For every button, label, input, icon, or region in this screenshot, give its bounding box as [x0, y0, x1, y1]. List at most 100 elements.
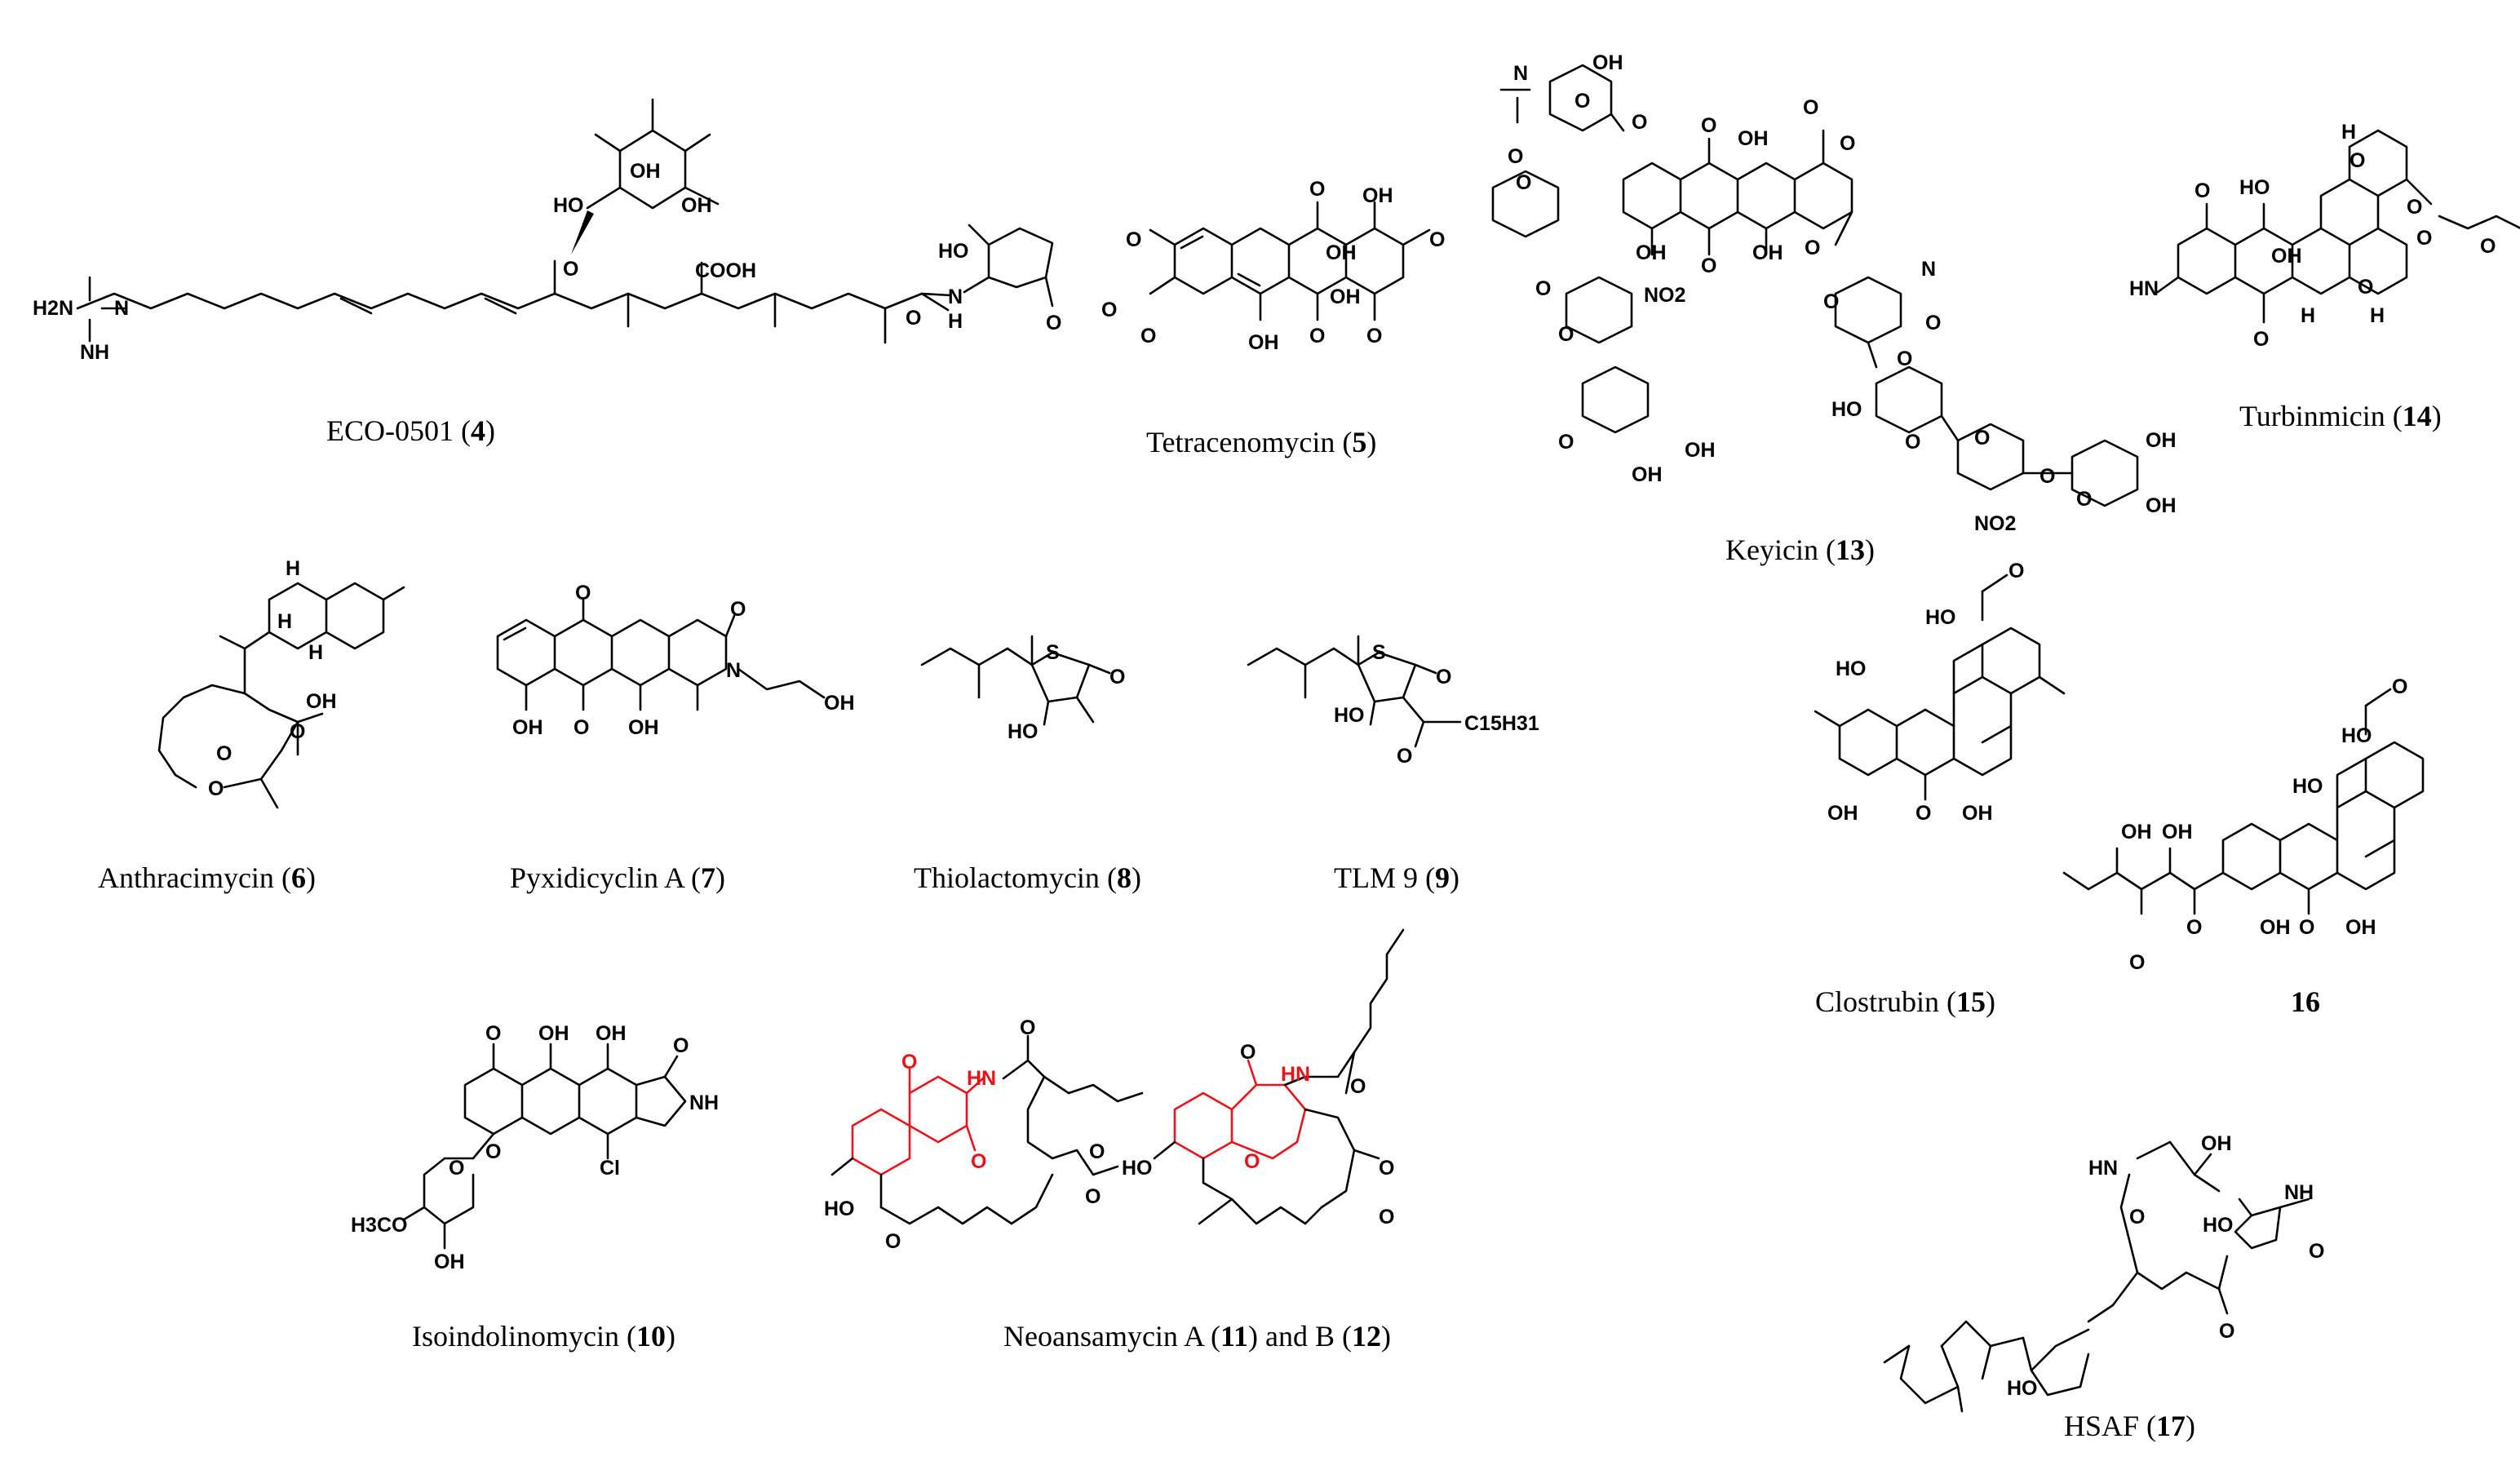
- atom-label: O: [2008, 560, 2024, 582]
- structure-eco-0501: H2N N NH OH HO OH O COOH HO N H O O: [33, 98, 1061, 364]
- atom-label: HO: [553, 194, 584, 217]
- atom-label: O: [1803, 96, 1818, 119]
- atom-label: O: [1701, 255, 1716, 277]
- atom-label: O: [1805, 237, 1820, 259]
- atom-label: O: [1397, 745, 1412, 768]
- atom-label: O: [2358, 276, 2373, 299]
- atom-label: O: [216, 742, 232, 765]
- atom-label: O: [1309, 178, 1325, 201]
- atom-label: O: [1109, 666, 1125, 688]
- atom-label: O: [1240, 1041, 1256, 1064]
- atom-label: OH: [1827, 802, 1858, 825]
- atom-label: OH: [1685, 439, 1716, 462]
- atom-label: O: [1701, 114, 1716, 137]
- atom-label: O: [2129, 1206, 2145, 1229]
- atom-label: HO: [2203, 1214, 2234, 1237]
- atom-label: O: [1905, 431, 1920, 454]
- atom-label: OH: [1636, 241, 1667, 264]
- atom-label: O: [1535, 277, 1551, 300]
- atom-label: O: [1429, 228, 1445, 251]
- atom-label: O: [574, 716, 589, 739]
- structure-neoansamycin-b: O HN O HO O O O: [1122, 928, 1405, 1229]
- atom-label: HN: [967, 1067, 996, 1090]
- atom-label: O: [290, 720, 305, 743]
- atom-label: O: [575, 582, 591, 604]
- atom-label: OH: [1738, 127, 1769, 150]
- atom-label: O: [1379, 1157, 1394, 1180]
- atom-label: OH: [2146, 494, 2177, 517]
- atom-label: OH: [630, 160, 661, 183]
- atom-label: NH: [2284, 1181, 2314, 1204]
- atom-label: HN: [1281, 1063, 1310, 1086]
- atom-label: O: [2129, 951, 2145, 974]
- atom-label: OH: [1592, 51, 1623, 74]
- atom-label: OH: [434, 1251, 465, 1273]
- atom-label: O: [1350, 1075, 1366, 1098]
- atom-label: OH: [596, 1022, 627, 1045]
- atom-label: OH: [1962, 802, 1993, 825]
- atom-label: N: [726, 659, 741, 682]
- atom-label: HN: [2088, 1157, 2118, 1180]
- atom-label: O: [1089, 1140, 1105, 1163]
- atom-label: O: [1974, 427, 1990, 449]
- atom-label: NH: [80, 341, 109, 364]
- atom-label: HO: [1836, 657, 1867, 680]
- atom-label: OH: [2201, 1132, 2232, 1155]
- atom-label: HO: [938, 240, 969, 263]
- structure-16: O HO HO OH OH O O OH O OH: [2062, 675, 2425, 974]
- structure-keyicin: N OH O O O O O O O OH OH O OH O O NO2 N …: [1491, 51, 2177, 535]
- structure-anthracimycin: H H H O O O OH: [157, 557, 405, 809]
- atom-label: O: [563, 258, 578, 281]
- atom-label: O: [2407, 196, 2422, 219]
- atom-label: HO: [2341, 724, 2372, 747]
- atom-label: NO2: [1974, 512, 2016, 535]
- atom-label: H3CO: [351, 1214, 407, 1237]
- atom-label: OH: [824, 692, 855, 715]
- atom-label: NH: [689, 1091, 719, 1114]
- atom-label: H: [2301, 304, 2315, 327]
- atom-label: O: [1309, 325, 1325, 348]
- atom-label: O: [2416, 227, 2432, 250]
- atom-label: O: [1085, 1185, 1101, 1208]
- atom-label: OH: [1632, 463, 1663, 486]
- atom-label: N: [1513, 62, 1528, 85]
- atom-label: HN: [2129, 277, 2159, 300]
- atom-label: O: [2039, 465, 2055, 488]
- atom-label: N: [948, 286, 963, 308]
- caption-eco-0501: ECO-0501 (4): [326, 414, 495, 447]
- atom-label: HO: [1831, 398, 1862, 421]
- caption-anthracimycin: Anthracimycin (6): [98, 861, 316, 894]
- caption-16: 16: [2291, 985, 2320, 1018]
- atom-label: Cl: [600, 1157, 620, 1180]
- atom-label: H: [308, 641, 323, 664]
- atom-label: O: [1897, 348, 1912, 370]
- caption-clostrubin: Clostrubin (15): [1815, 985, 1995, 1018]
- atom-label: S: [1046, 641, 1060, 664]
- atom-label: OH: [538, 1022, 569, 1045]
- atom-label: NO2: [1644, 284, 1685, 307]
- atom-label: OH: [628, 716, 659, 739]
- caption-keyicin: Keyicin (13): [1725, 533, 1875, 566]
- atom-label: O: [1046, 312, 1061, 334]
- atom-label: O: [1379, 1206, 1394, 1229]
- caption-isoindolinomycin: Isoindolinomycin (10): [412, 1320, 675, 1353]
- atom-label: N: [114, 297, 129, 320]
- atom-label: O: [208, 777, 224, 800]
- structure-tetracenomycin: O O O OH O OH O OH O OH O: [1101, 178, 1445, 354]
- atom-label: O: [2219, 1320, 2234, 1343]
- structure-clostrubin: O HO HO OH O OH: [1814, 560, 2066, 825]
- caption-pyxidicyclin-a: Pyxidicyclin A (7): [510, 861, 725, 894]
- atom-label: O: [2194, 179, 2210, 202]
- atom-label: OH: [1326, 241, 1357, 264]
- atom-label: OH: [2146, 429, 2177, 452]
- atom-label: N: [1921, 258, 1936, 281]
- atom-label: O: [906, 307, 921, 330]
- atom-label: OH: [1330, 286, 1361, 308]
- atom-label: COOH: [695, 259, 756, 282]
- atom-label: OH: [512, 716, 543, 739]
- atom-label: O: [1101, 299, 1117, 321]
- atom-label: H: [948, 310, 963, 333]
- atom-label: OH: [2121, 821, 2152, 843]
- atom-label: O: [2480, 235, 2496, 258]
